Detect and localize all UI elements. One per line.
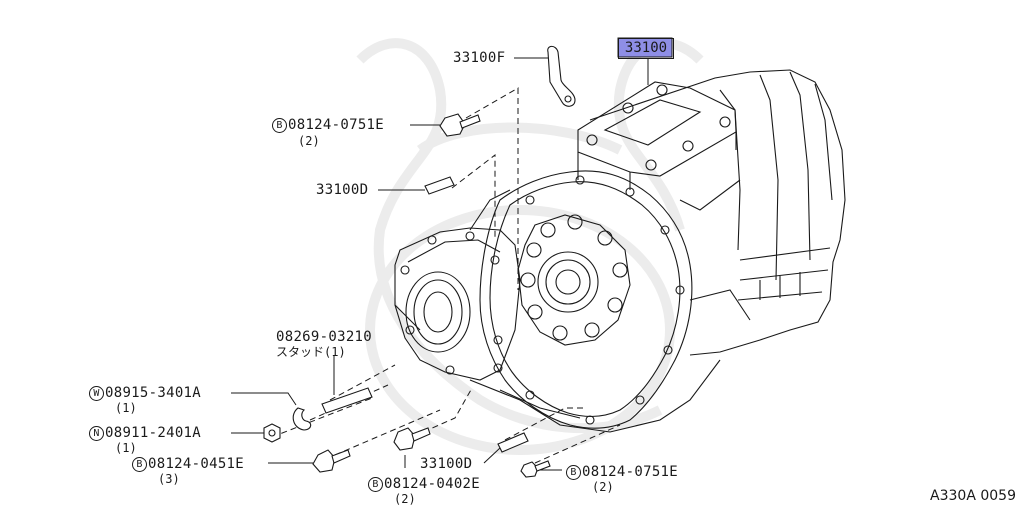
bolt-prefix-badge: B: [272, 118, 287, 133]
nut-part-number: 08911-2401A: [105, 425, 202, 441]
bolt-mid-part: [393, 427, 416, 451]
bolt-right-part-number: 08124-0751E: [582, 464, 679, 480]
washer-part: [292, 407, 312, 431]
bolt-top-qty: (2): [298, 134, 320, 148]
main-flange: [479, 170, 693, 429]
figure-id: A330A 0059: [930, 488, 1016, 504]
stud-note: スタッド(1): [276, 345, 346, 359]
washer-prefix-badge: W: [89, 386, 104, 401]
main-part-number[interactable]: 33100: [618, 38, 674, 59]
bolt-left-part: [312, 449, 336, 473]
stud-lower-part-number[interactable]: 33100D: [420, 456, 473, 472]
front-cover: [394, 227, 521, 381]
nut-prefix-badge: N: [89, 426, 104, 441]
bolt-left-part-number: 08124-0451E: [148, 456, 245, 472]
bolt-mid-prefix-badge: B: [368, 477, 383, 492]
stud-upper-part-number[interactable]: 33100D: [316, 182, 369, 198]
washer-part-number: 08915-3401A: [105, 385, 202, 401]
rear-housing: [589, 69, 846, 356]
bolt-left-qty: (3): [158, 472, 180, 486]
watermark-logo: [356, 38, 704, 455]
bolt-right-prefix-badge: B: [566, 465, 581, 480]
top-plate: [577, 81, 737, 177]
bolt-right-qty: (2): [592, 480, 614, 494]
bolt-mid-qty: (2): [394, 492, 416, 506]
stud-lower-part: [497, 432, 529, 453]
bolt-right-part: [520, 461, 539, 478]
nut-qty: (1): [115, 441, 137, 455]
washer-qty: (1): [115, 401, 137, 415]
long-stud-part: [321, 387, 373, 414]
stud-upper-part: [424, 176, 455, 195]
stud-part-number[interactable]: 08269-03210: [276, 329, 373, 345]
bolt-top-part: [439, 113, 466, 137]
bracket-part: [547, 45, 576, 107]
bolt-top-part-number: 08124-0751E: [288, 117, 385, 133]
bracket-part-number[interactable]: 33100F: [453, 50, 506, 66]
bolt-mid-part-number: 08124-0402E: [384, 476, 481, 492]
bolt-left-prefix-badge: B: [132, 457, 147, 472]
